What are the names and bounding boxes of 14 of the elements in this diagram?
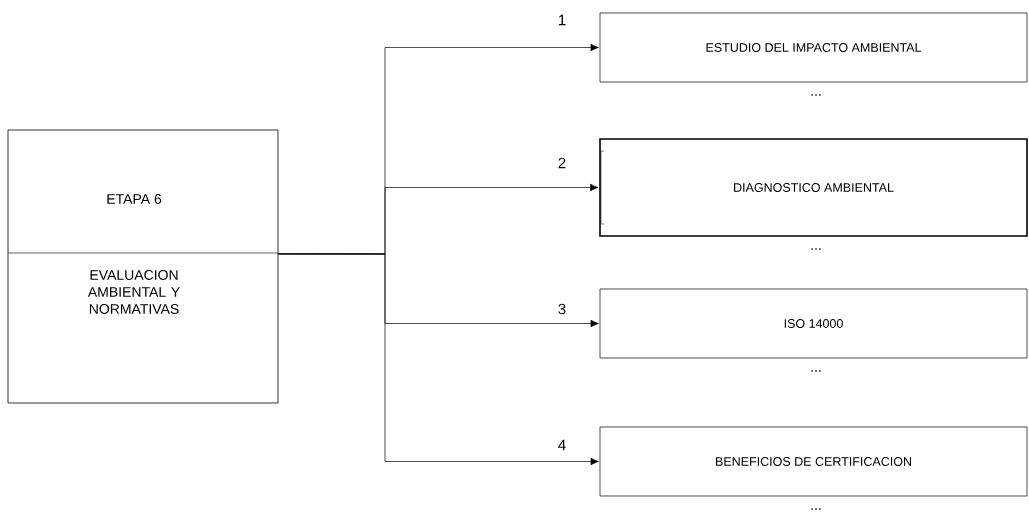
- ellipsis-note: ...: [811, 508, 821, 510]
- process-box: DIAGNOSTICO AMBIENTAL: [599, 138, 1028, 237]
- edge-label: 1: [556, 13, 568, 27]
- process-box: ISO 14000: [599, 288, 1028, 359]
- process-box: ESTUDIO DEL IMPACTO AMBIENTAL: [599, 12, 1028, 83]
- edge-label: 4: [556, 438, 568, 452]
- ellipsis-note: ...: [811, 248, 821, 250]
- process-box: BENEFICIOS DE CERTIFICACION: [599, 426, 1028, 497]
- ellipsis-note: ...: [811, 370, 821, 372]
- arrow: [278, 253, 599, 466]
- edge-label: 3: [556, 302, 568, 316]
- edge-label: 2: [556, 156, 568, 170]
- stage-box: ETAPA 6 EVALUACION AMBIENTAL Y NORMATIVAS: [7, 129, 279, 404]
- ellipsis-note: ...: [811, 94, 821, 96]
